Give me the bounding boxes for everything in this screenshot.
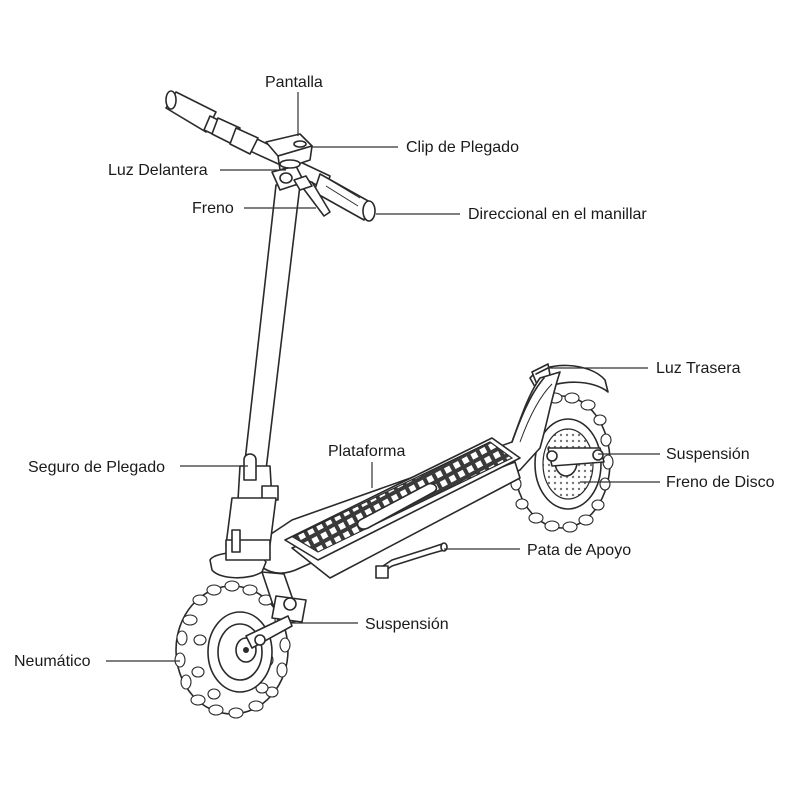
leader-lines <box>106 92 660 662</box>
handlebar <box>165 90 376 222</box>
label-luz-trasera: Luz Trasera <box>656 360 741 377</box>
deck <box>249 371 561 579</box>
label-seguro-plegado: Seguro de Plegado <box>28 459 165 476</box>
kickstand <box>375 542 448 579</box>
label-pata-apoyo: Pata de Apoyo <box>527 542 631 559</box>
label-clip-plegado: Clip de Plegado <box>406 139 519 156</box>
label-luz-delantera: Luz Delantera <box>108 162 208 179</box>
front-suspension <box>245 571 307 649</box>
rear-suspension <box>546 447 605 467</box>
label-plataforma: Plataforma <box>328 443 405 460</box>
label-suspension-trasera: Suspensión <box>666 446 750 463</box>
steering-stem <box>209 184 301 579</box>
label-neumatico: Neumático <box>14 653 91 670</box>
label-suspension-delantera: Suspensión <box>365 616 449 633</box>
label-freno-disco: Freno de Disco <box>666 474 775 491</box>
label-freno: Freno <box>192 200 234 217</box>
brake-lever <box>293 175 331 217</box>
label-direccional: Direccional en el manillar <box>468 206 647 223</box>
label-pantalla: Pantalla <box>265 74 323 91</box>
